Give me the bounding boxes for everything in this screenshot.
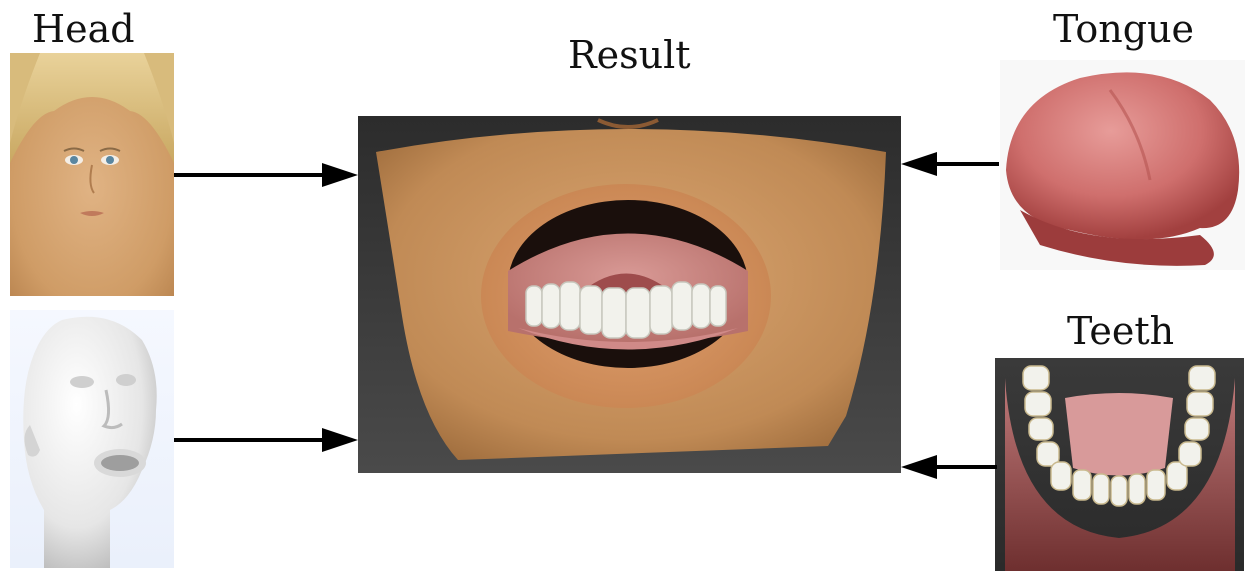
face-texture-image xyxy=(10,53,174,296)
arrow-head-texture-to-result xyxy=(174,160,360,190)
mouth-render-image xyxy=(358,116,901,473)
arrow-head-mesh-to-result xyxy=(174,425,360,455)
tongue-label: Tongue xyxy=(1053,10,1194,48)
teeth-model-image xyxy=(995,358,1244,571)
result-label: Result xyxy=(568,36,691,74)
teeth-label: Teeth xyxy=(1067,312,1174,350)
arrow-teeth-to-result xyxy=(901,452,997,482)
tongue-model-image xyxy=(1000,60,1245,270)
head-mesh-image xyxy=(10,310,174,568)
head-label: Head xyxy=(32,10,135,48)
arrow-tongue-to-result xyxy=(901,149,999,179)
